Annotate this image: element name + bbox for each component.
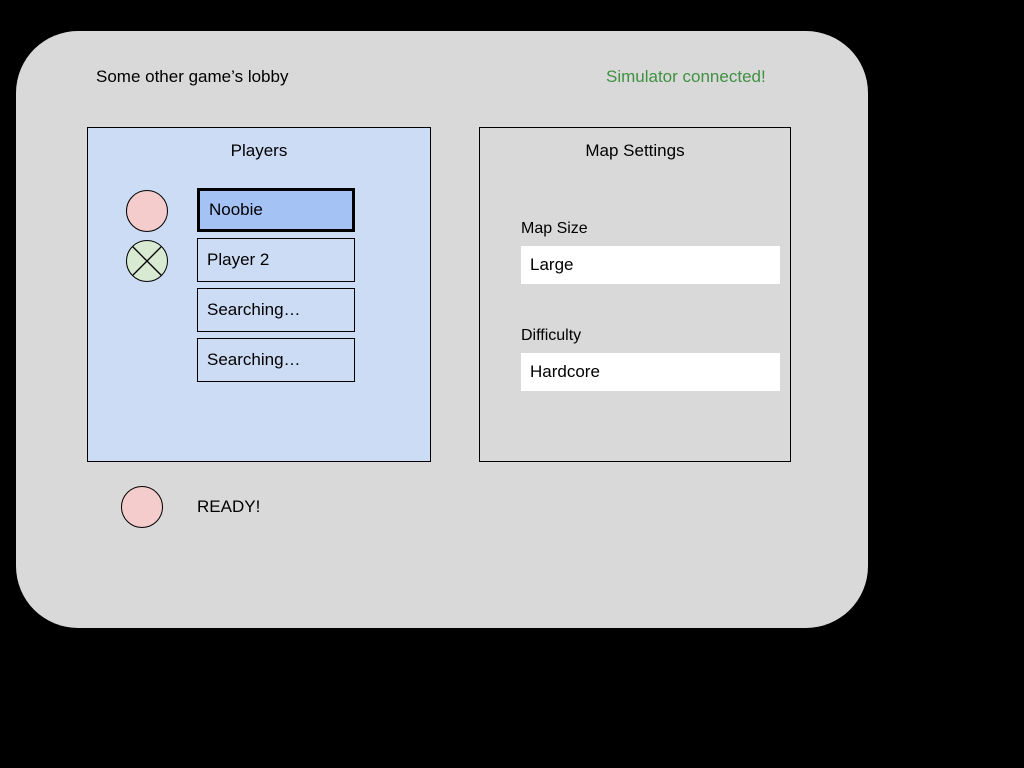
map-settings-panel: Map Settings Map Size Large Difficulty H… <box>479 127 791 462</box>
list-item[interactable]: Searching… <box>88 338 430 388</box>
connection-status: Simulator connected! <box>606 67 766 86</box>
lobby-window: Some other game’s lobby Simulator connec… <box>16 31 868 628</box>
page-title: Some other game’s lobby <box>96 67 289 86</box>
circle-icon <box>126 190 168 232</box>
list-item[interactable]: Noobie <box>88 188 430 238</box>
circle-icon[interactable] <box>121 486 163 528</box>
map-size-field[interactable]: Large <box>521 246 780 284</box>
ready-row[interactable]: READY! <box>121 486 260 528</box>
player-slot[interactable]: Player 2 <box>197 238 355 282</box>
players-panel: Players Noobie Player 2 <box>87 127 431 462</box>
player-slot-label: Noobie <box>209 200 263 219</box>
player-list: Noobie Player 2 Searching… <box>88 188 430 388</box>
map-size-value: Large <box>530 255 574 274</box>
list-item[interactable]: Player 2 <box>88 238 430 288</box>
list-item[interactable]: Searching… <box>88 288 430 338</box>
difficulty-value: Hardcore <box>530 362 600 381</box>
circle-x-icon <box>126 240 168 282</box>
player-slot[interactable]: Noobie <box>197 188 355 232</box>
map-size-label: Map Size <box>521 220 588 237</box>
player-slot-label: Player 2 <box>207 250 270 269</box>
map-settings-panel-heading: Map Settings <box>585 141 685 160</box>
ready-label: READY! <box>197 497 261 516</box>
setting-map-size: Map Size Large <box>521 220 780 284</box>
difficulty-field[interactable]: Hardcore <box>521 353 780 391</box>
setting-difficulty: Difficulty Hardcore <box>521 327 780 391</box>
player-slot[interactable]: Searching… <box>197 288 355 332</box>
players-panel-heading: Players <box>230 141 288 160</box>
player-slot[interactable]: Searching… <box>197 338 355 382</box>
difficulty-label: Difficulty <box>521 327 582 344</box>
player-slot-label: Searching… <box>207 300 301 319</box>
player-slot-label: Searching… <box>207 350 301 369</box>
